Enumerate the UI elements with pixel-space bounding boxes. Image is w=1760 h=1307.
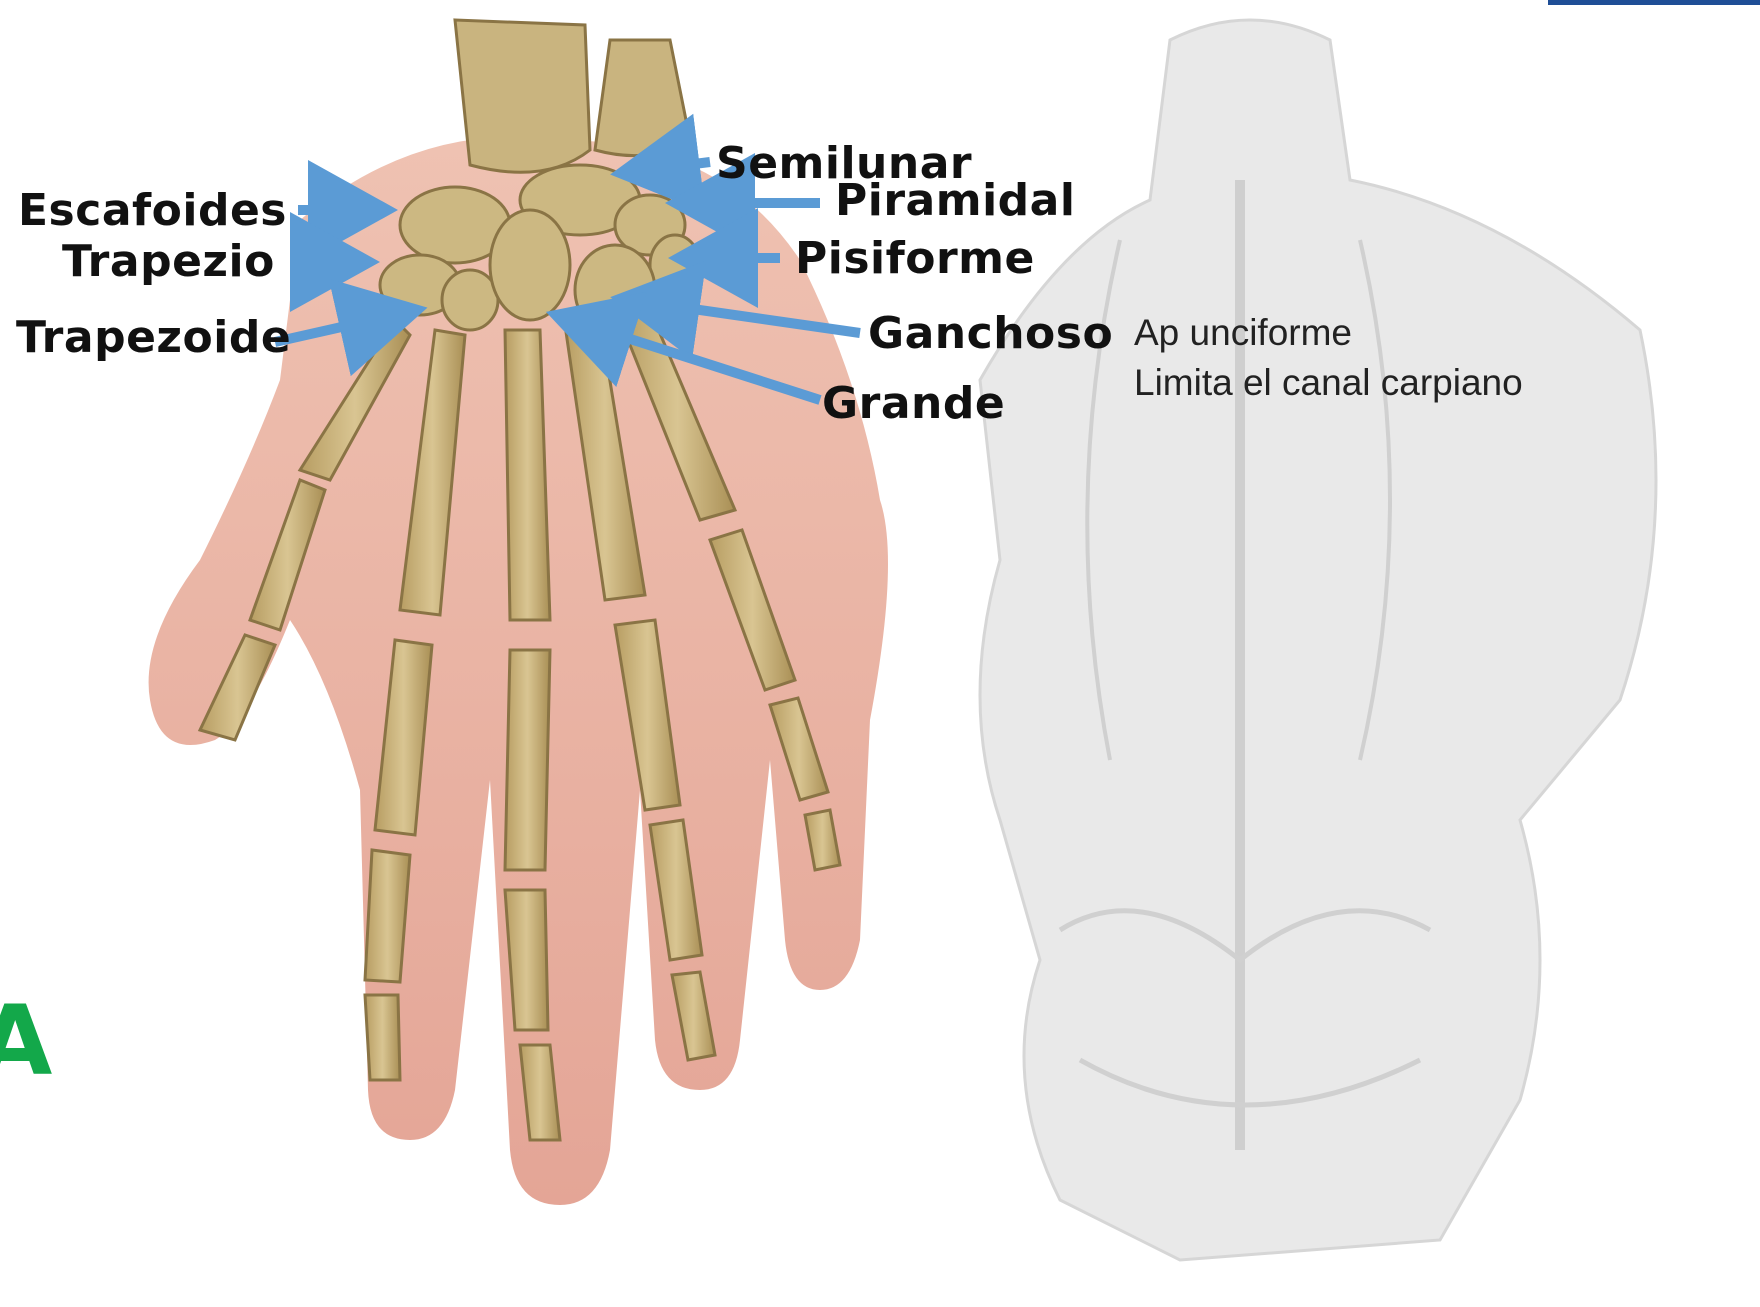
label-escafoides: Escafoides <box>18 185 287 236</box>
label-grande: Grande <box>822 378 1005 429</box>
slide-letter: A <box>0 985 52 1097</box>
note-line-1: Ap unciforme <box>1134 312 1352 354</box>
corner-accent-bar <box>1548 0 1760 5</box>
label-trapezio: Trapezio <box>62 236 275 287</box>
label-pisiforme: Pisiforme <box>795 233 1035 284</box>
label-ganchoso: Ganchoso <box>868 308 1113 359</box>
note-line-2: Limita el canal carpiano <box>1134 362 1523 404</box>
label-trapezoide: Trapezoide <box>16 312 291 363</box>
forearm-bones <box>455 20 690 172</box>
back-anatomy-figure <box>980 20 1656 1260</box>
label-piramidal: Piramidal <box>835 175 1075 226</box>
